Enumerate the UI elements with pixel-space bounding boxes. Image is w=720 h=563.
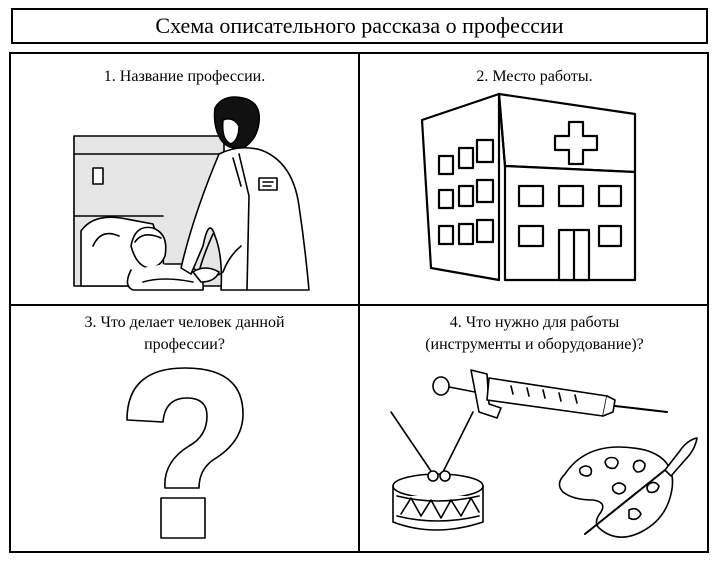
grid-divider-vertical xyxy=(358,54,360,551)
paint-palette-brush-icon xyxy=(549,434,701,546)
diagram-title-box: Схема описательного рассказа о профессии xyxy=(11,8,708,44)
doctor-with-patient-illustration xyxy=(73,96,323,292)
question-mark-icon xyxy=(121,366,251,542)
diagram-title: Схема описательного рассказа о профессии xyxy=(155,13,564,38)
grid-divider-horizontal xyxy=(11,304,707,306)
drum-icon xyxy=(385,410,495,534)
syringe-icon xyxy=(431,364,671,424)
hospital-building-icon xyxy=(419,92,637,282)
cell-1-label: 1. Название профессии. xyxy=(103,68,266,85)
cell-2-label: 2. Место работы. xyxy=(476,68,593,85)
cell-4-label: 4. Что нужно для работы (инструменты и о… xyxy=(425,314,644,353)
profession-scheme-grid: 1. Название профессии. xyxy=(9,52,709,553)
cell-3-label: 3. Что делает человек данной профессии? xyxy=(84,314,285,353)
